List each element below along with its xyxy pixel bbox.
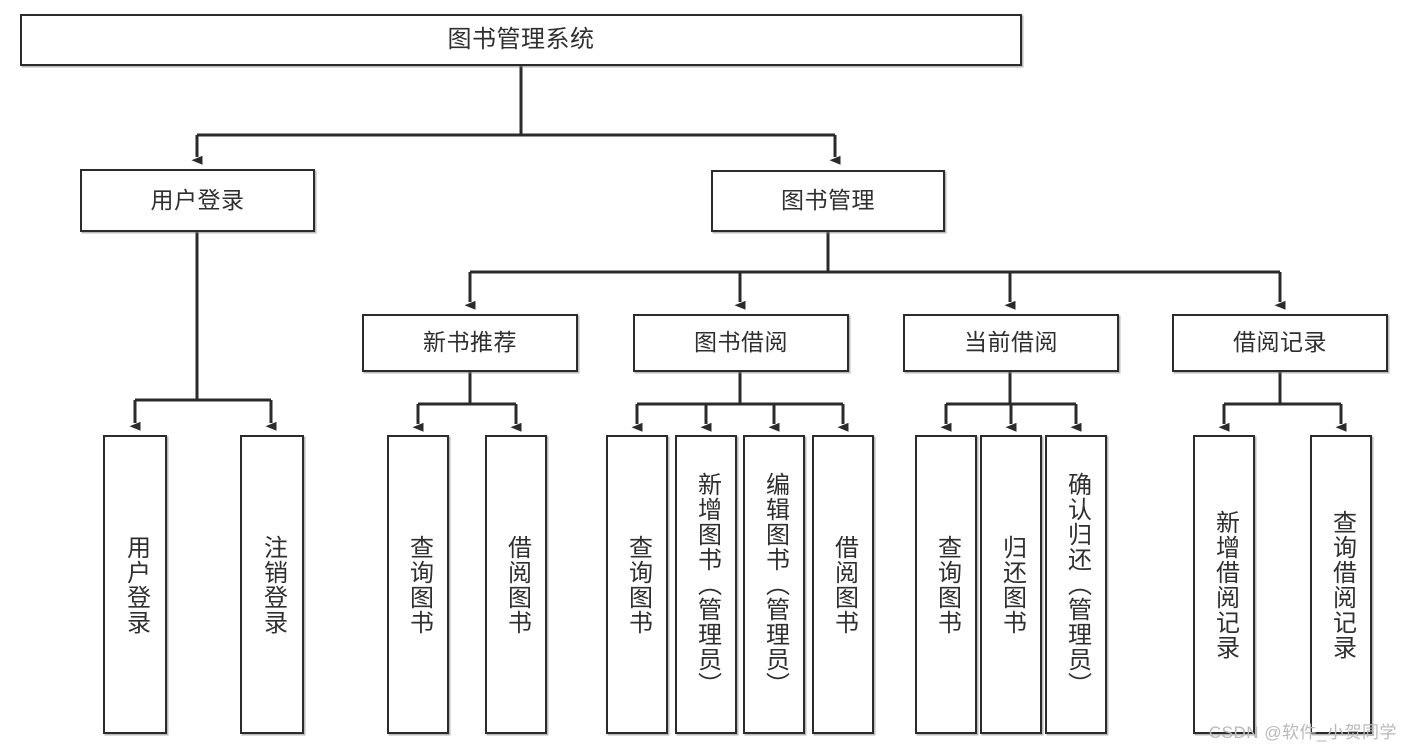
leaf-user-login-logout[interactable]: 注销登录 — [240, 435, 304, 734]
node-book-management[interactable]: 图书管理 — [711, 170, 945, 232]
leaf-book-borrow-add[interactable]: 新增图书（管理员） — [675, 435, 737, 734]
node-label: 图书管理 — [781, 187, 875, 214]
leaf-borrow-record-add[interactable]: 新增借阅记录 — [1193, 435, 1255, 734]
node-label: 借阅记录 — [1233, 329, 1327, 356]
node-label: 图书管理系统 — [447, 25, 595, 53]
node-label: 用户登录 — [122, 534, 150, 635]
csdn-watermark: CSDN @软件_小贺同学 — [1208, 723, 1397, 742]
node-label: 新增借阅记录 — [1211, 509, 1239, 660]
node-label: 确认归还（管理员） — [1063, 472, 1091, 697]
node-label: 查询借阅记录 — [1328, 509, 1356, 660]
node-book-borrow[interactable]: 图书借阅 — [633, 314, 849, 372]
node-label: 新书推荐 — [423, 329, 517, 356]
leaf-book-borrow-query[interactable]: 查询图书 — [606, 435, 668, 734]
node-label: 借阅图书 — [503, 534, 531, 635]
node-label: 图书借阅 — [694, 329, 788, 356]
leaf-user-login-login[interactable]: 用户登录 — [103, 435, 167, 734]
node-label: 查询图书 — [624, 534, 652, 635]
leaf-current-borrow-return[interactable]: 归还图书 — [980, 435, 1042, 734]
node-label: 查询图书 — [933, 534, 961, 635]
leaf-new-book-query[interactable]: 查询图书 — [387, 435, 449, 734]
leaf-current-borrow-query[interactable]: 查询图书 — [915, 435, 977, 734]
node-new-book-recommend[interactable]: 新书推荐 — [362, 314, 578, 372]
leaf-new-book-borrow[interactable]: 借阅图书 — [485, 435, 547, 734]
node-label: 编辑图书（管理员） — [761, 472, 789, 697]
node-label: 注销登录 — [259, 534, 287, 635]
node-user-login[interactable]: 用户登录 — [80, 169, 315, 232]
node-label: 归还图书 — [998, 534, 1026, 635]
node-label: 查询图书 — [405, 534, 433, 635]
node-label: 借阅图书 — [830, 534, 858, 635]
node-root-book-management-system[interactable]: 图书管理系统 — [20, 14, 1022, 66]
node-label: 新增图书（管理员） — [693, 472, 721, 697]
node-borrow-record[interactable]: 借阅记录 — [1172, 314, 1388, 372]
leaf-current-borrow-confirm-return[interactable]: 确认归还（管理员） — [1045, 435, 1107, 734]
node-label: 用户登录 — [150, 186, 245, 213]
node-current-borrow[interactable]: 当前借阅 — [903, 314, 1119, 372]
leaf-book-borrow-borrow[interactable]: 借阅图书 — [812, 435, 874, 734]
leaf-borrow-record-query[interactable]: 查询借阅记录 — [1310, 435, 1372, 734]
node-label: 当前借阅 — [964, 329, 1058, 356]
leaf-book-borrow-edit[interactable]: 编辑图书（管理员） — [743, 435, 805, 734]
